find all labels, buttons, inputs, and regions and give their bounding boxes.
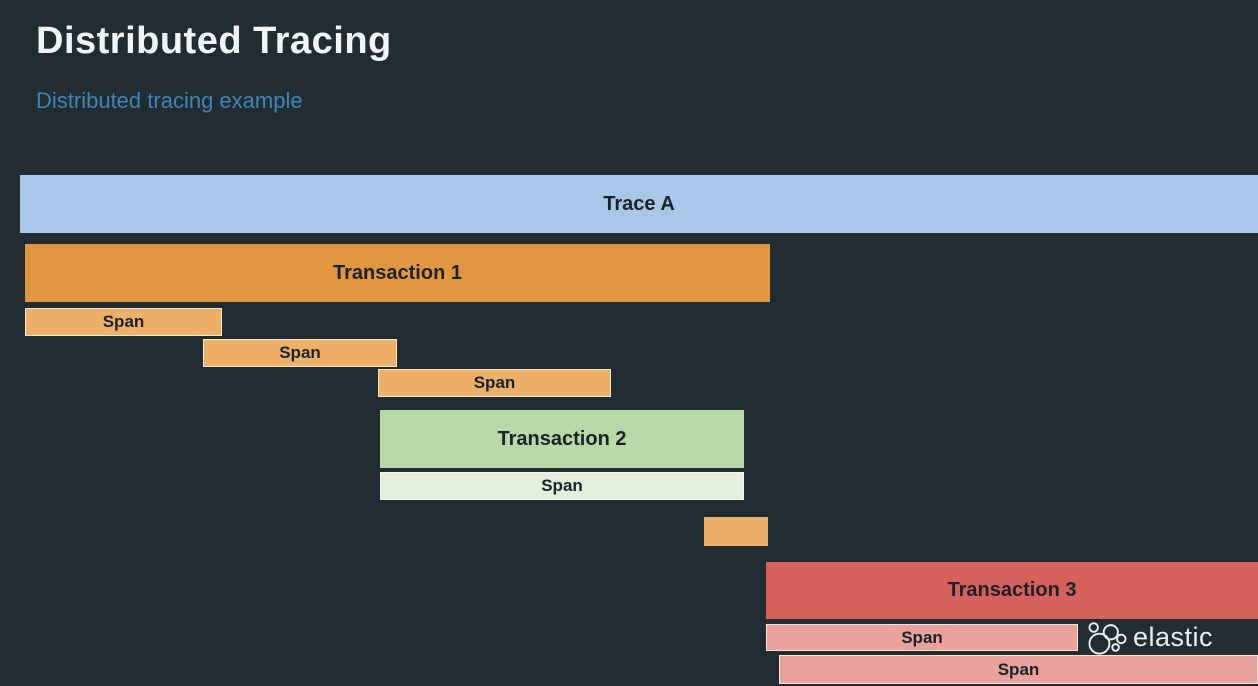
transaction-3-span-2-bar: Span [779,655,1258,684]
trace-a-bar: Trace A [20,175,1258,233]
transaction-1-span-2-bar: Span [203,339,397,367]
bar-label: Transaction 1 [333,261,462,284]
bar-label: Transaction 3 [947,579,1077,601]
bar-label: Span [279,343,321,362]
slide-title: Distributed Tracing [36,20,392,62]
bar-label: Span [541,476,583,495]
transaction-2-span-bar: Span [380,472,744,500]
transaction-3-span-1-bar: Span [766,624,1078,651]
transaction-1-span-3-bar: Span [378,369,611,397]
bar-label: Span [901,627,943,647]
unlabeled-span-bar [704,517,768,546]
bar-label: Span [997,659,1040,679]
transaction-1-span-1-bar: Span [25,308,222,336]
elastic-logo: elastic [1086,618,1213,656]
bar-label: Trace A [603,192,675,215]
bar-label: Span [102,312,145,331]
bar-label: Transaction 2 [497,427,627,450]
elastic-logo-text: elastic [1133,621,1214,652]
transaction-3-bar: Transaction 3 [766,562,1258,619]
transaction-2-bar: Transaction 2 [380,410,744,468]
bar-label: Span [473,373,516,392]
elastic-logo-icon [1086,618,1128,656]
slide-subtitle: Distributed tracing example [36,88,303,113]
transaction-1-bar: Transaction 1 [25,244,770,302]
